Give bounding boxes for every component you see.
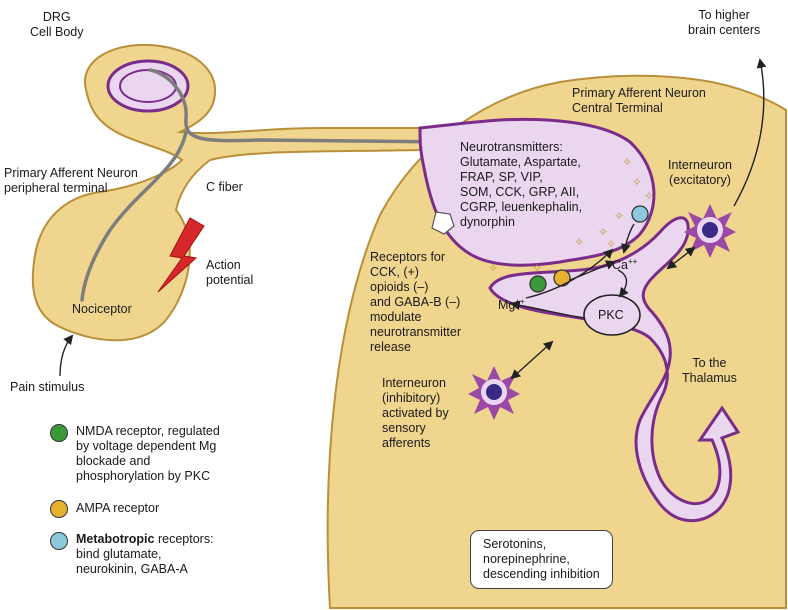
svg-text:✧: ✧: [488, 261, 498, 275]
legend-nmda-dot: [50, 424, 68, 442]
svg-text:✧: ✧: [574, 235, 584, 249]
metabotropic-receptor-dot: [632, 206, 648, 222]
pain-stimulus-label: Pain stimulus: [10, 380, 84, 395]
magnesium-label: Mg++: [498, 294, 525, 313]
svg-text:✧: ✧: [614, 209, 624, 223]
legend-ampa-dot: [50, 500, 68, 518]
svg-text:✧: ✧: [532, 261, 542, 275]
svg-text:✧: ✧: [622, 155, 632, 169]
svg-text:✧: ✧: [606, 237, 616, 251]
interneuron-excitatory-label: Interneuron(excitatory): [668, 158, 732, 188]
ampa-receptor-dot: [554, 270, 570, 286]
nociceptor-label: Nociceptor: [72, 302, 132, 317]
c-fiber-label: C fiber: [206, 180, 243, 195]
interneuron-inhibitory-label: Interneuron (inhibitory) activated by se…: [382, 376, 449, 451]
pkc-label: PKC: [598, 308, 624, 323]
legend-ampa-text: AMPA receptor: [76, 501, 159, 516]
neurotransmitters-list: Neurotransmitters: Glutamate, Aspartate,…: [460, 140, 582, 230]
arrow-pain-stimulus: [60, 336, 72, 376]
descending-inhibition-box: Serotonins, norepinephrine, descending i…: [470, 530, 613, 589]
legend-metabotropic-dot: [50, 532, 68, 550]
nmda-receptor-dot: [530, 276, 546, 292]
legend-nmda-text: NMDA receptor, regulated by voltage depe…: [76, 424, 220, 484]
svg-text:✧: ✧: [644, 189, 654, 203]
calcium-label: Ca++: [612, 254, 637, 273]
receptors-modulation-label: Receptors for CCK, (+) opioids (–) and G…: [370, 250, 461, 355]
legend-metabotropic-text: Metabotropic receptors: bind glutamate, …: [76, 532, 214, 577]
svg-text:✧: ✧: [632, 175, 642, 189]
